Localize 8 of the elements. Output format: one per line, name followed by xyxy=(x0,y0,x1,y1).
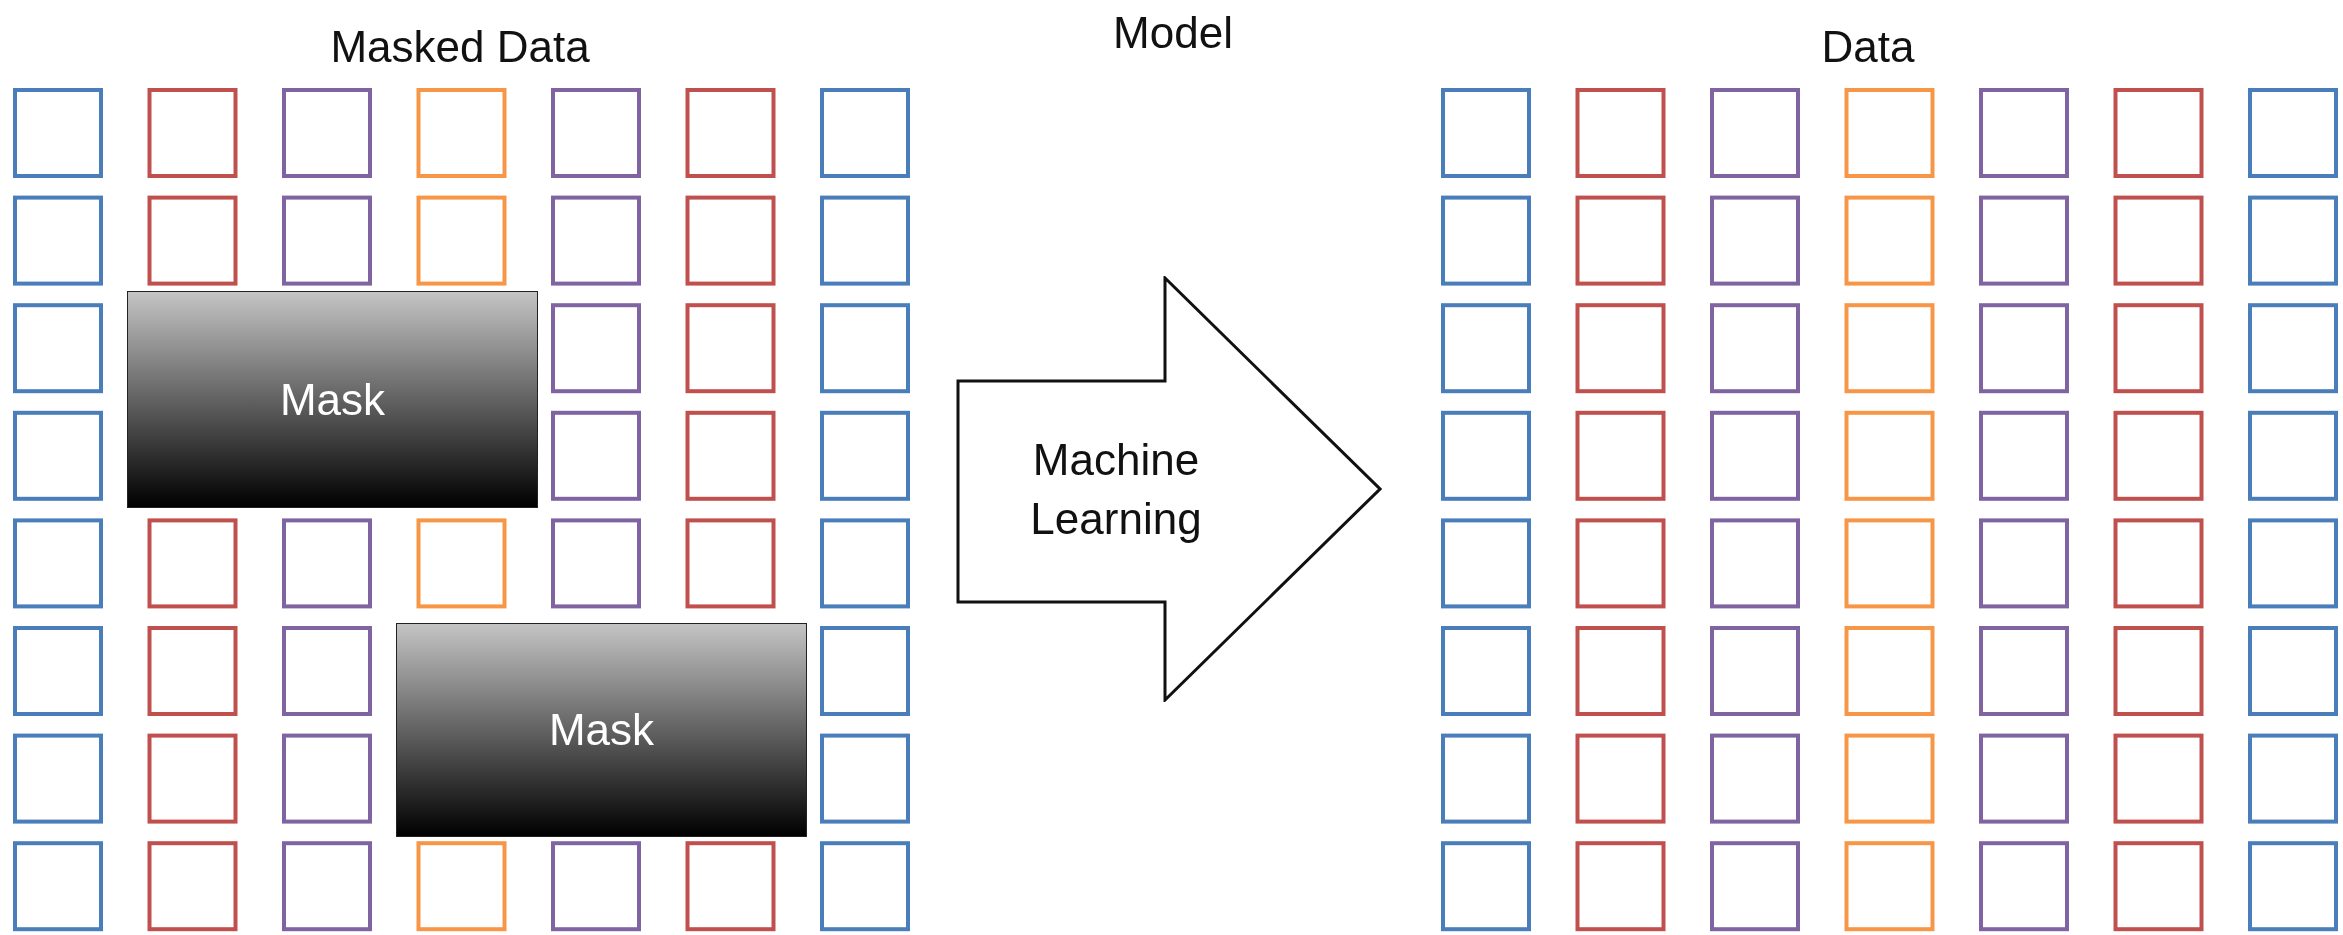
mask-box xyxy=(396,623,807,837)
heading: Model xyxy=(1113,8,1233,58)
heading: Masked Data xyxy=(330,22,590,72)
mask-label: Mask xyxy=(279,374,386,425)
mask-box xyxy=(127,291,538,508)
arrow-label: Machine Learning xyxy=(1029,433,1203,545)
heading: Data xyxy=(1821,22,1915,72)
mask-label: Mask xyxy=(548,705,655,755)
